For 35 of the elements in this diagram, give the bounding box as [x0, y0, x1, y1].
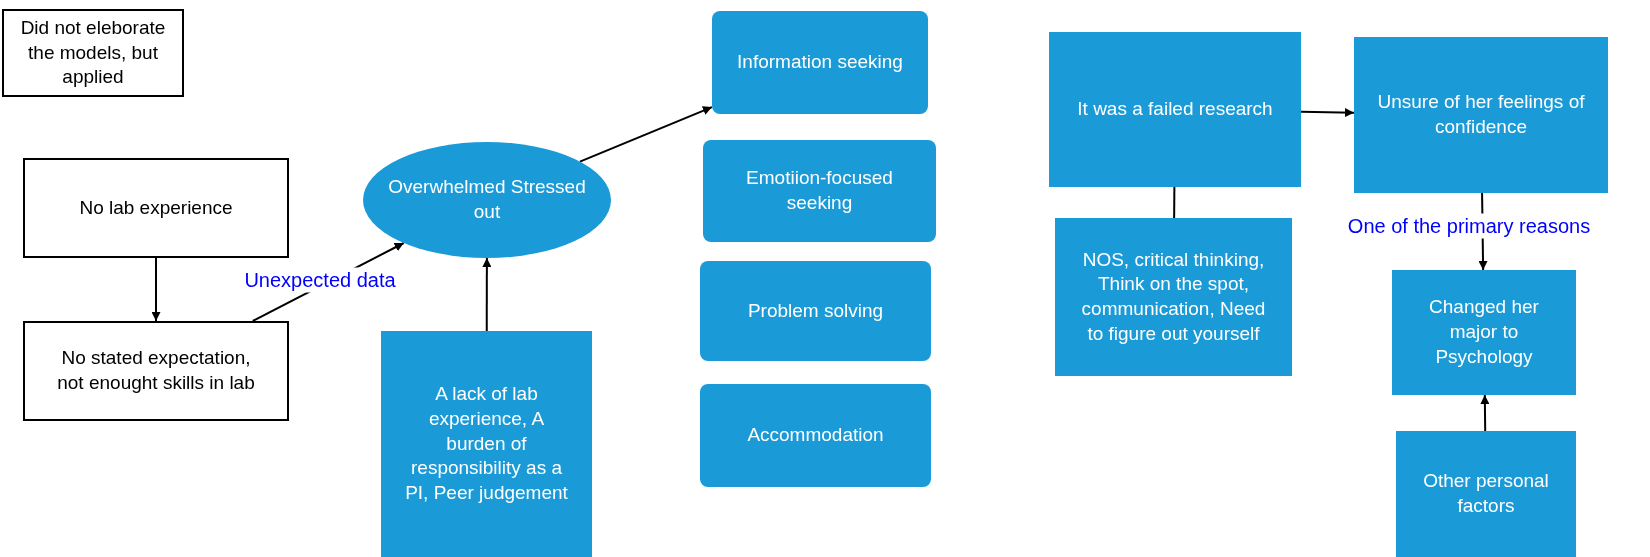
node-text: Accommodation — [747, 423, 884, 448]
node-text: A lack of lab experience, A burden of responsibility as a PI, Peer judgement — [404, 382, 569, 506]
node-text: Information seeking — [737, 50, 903, 75]
arrow — [482, 257, 492, 332]
process-box — [23, 158, 289, 258]
arrow — [1300, 108, 1355, 118]
process-box — [712, 11, 928, 114]
edge-label: One of the primary reasons — [1345, 213, 1593, 239]
process-box — [2, 9, 184, 97]
node-text: Changed her major to Psychology — [1428, 295, 1540, 369]
process-box — [1396, 431, 1576, 557]
process-box — [703, 140, 936, 242]
arrow — [1480, 394, 1490, 432]
node-text: No lab experience — [79, 195, 233, 220]
process-box — [700, 261, 931, 361]
process-box — [1049, 32, 1301, 187]
process-box — [23, 321, 289, 421]
process-box — [700, 384, 931, 487]
node-text: Emotiion-focused seeking — [745, 166, 894, 215]
node-text: Did not eleborate the models, but applied — [19, 15, 167, 90]
connector-line — [1173, 186, 1176, 219]
node-text: No stated expectation, not enought skills in lab — [56, 346, 256, 395]
node-text: NOS, critical thinking, Think on the spot, communication, Need to figure out yourself — [1080, 247, 1267, 346]
node-text: Problem solving — [747, 298, 884, 323]
node-text: Overwhelmed Stressed out — [387, 175, 587, 224]
arrow — [578, 106, 713, 163]
process-box — [381, 331, 592, 557]
process-box — [1392, 270, 1576, 395]
node-text: Unsure of her feelings of confidence — [1376, 90, 1586, 139]
node-text: It was a failed research — [1077, 97, 1273, 122]
node-text: Other personal factors — [1422, 469, 1550, 518]
process-box — [1354, 37, 1608, 193]
process-box — [1055, 218, 1292, 376]
state-ellipse — [363, 142, 611, 258]
arrow — [151, 257, 161, 322]
